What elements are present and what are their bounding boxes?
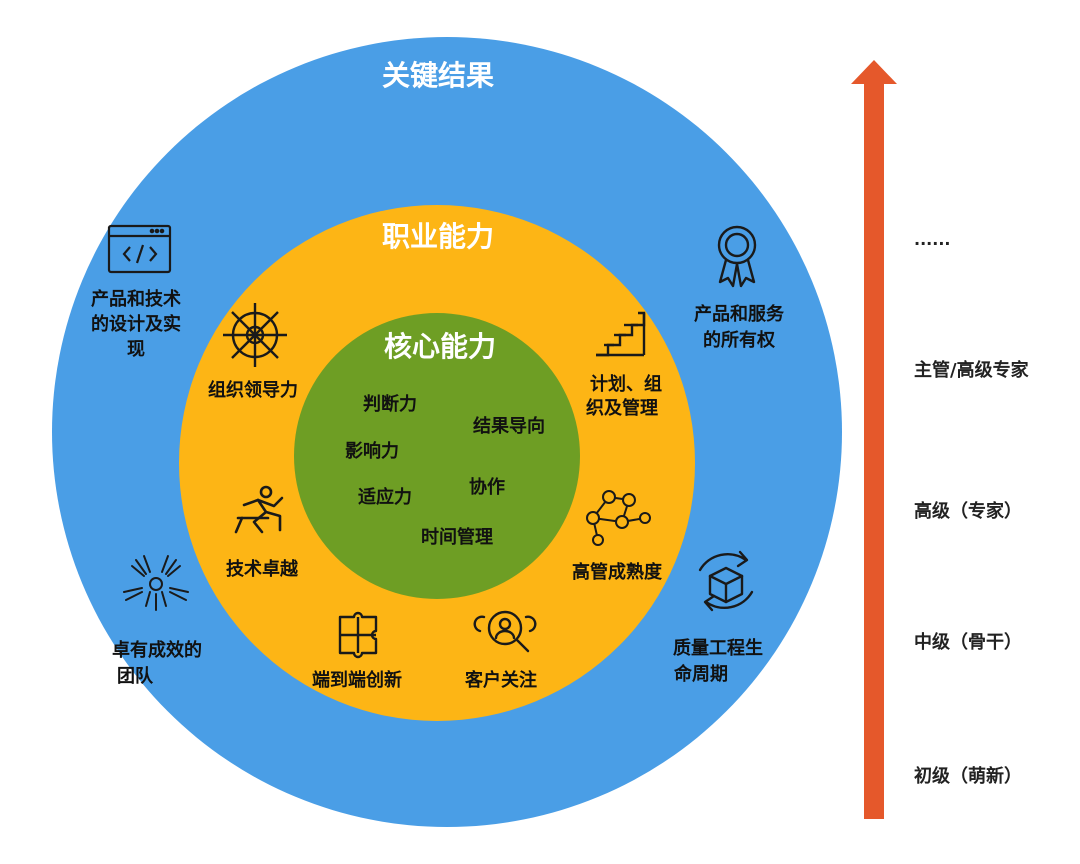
level-label-lead: 主管/高级专家 xyxy=(914,360,1029,381)
puzzle-icon xyxy=(338,611,378,659)
middle-item-label: 技术卓越 xyxy=(226,558,299,580)
outer-item-label: 质量工程生 xyxy=(673,637,763,659)
middle-item-label: 客户关注 xyxy=(465,669,537,691)
inner-item: 协作 xyxy=(469,476,505,498)
outer-item-label: 现 xyxy=(127,339,145,360)
outer-item-label: 团队 xyxy=(117,665,154,687)
ship-wheel-icon xyxy=(223,303,287,367)
outer-item-label: 的所有权 xyxy=(703,329,776,351)
growth-arrow xyxy=(851,60,897,819)
middle-item-label: 组织领导力 xyxy=(208,379,298,401)
network-people-icon xyxy=(586,490,651,546)
outer-item-label: 卓有成效的 xyxy=(112,639,202,661)
middle-item-label: 计划、组 xyxy=(590,373,662,395)
middle-item-label: 织及管理 xyxy=(586,397,658,419)
level-label-more: ...... xyxy=(914,230,951,249)
middle-ring-title: 职业能力 xyxy=(382,220,494,253)
inner-item: 影响力 xyxy=(345,440,399,462)
inner-item: 结果导向 xyxy=(473,415,545,437)
outer-item-label: 的设计及实 xyxy=(91,313,181,335)
outer-ring-title: 关键结果 xyxy=(382,59,494,92)
level-label-senior: 高级（专家） xyxy=(914,501,1022,522)
outer-item-label: 产品和技术 xyxy=(91,288,181,310)
middle-item-label: 高管成熟度 xyxy=(572,561,663,583)
award-ribbon-icon xyxy=(717,225,757,288)
code-window-icon xyxy=(107,224,172,274)
stairs-icon xyxy=(596,311,646,357)
inner-item: 时间管理 xyxy=(421,526,493,548)
inner-circle-title: 核心能力 xyxy=(384,330,496,363)
hurdle-runner-icon xyxy=(234,485,284,534)
customer-search-icon xyxy=(473,610,537,653)
team-hands-icon xyxy=(123,555,189,611)
level-label-mid: 中级（骨干） xyxy=(914,632,1022,653)
outer-item-label: 产品和服务 xyxy=(694,303,785,325)
inner-item: 判断力 xyxy=(363,393,417,415)
inner-circle xyxy=(294,313,580,599)
middle-item-label: 端到端创新 xyxy=(312,669,402,691)
inner-item: 适应力 xyxy=(358,486,412,508)
outer-item-label: 命周期 xyxy=(674,663,728,685)
level-label-junior: 初级（萌新） xyxy=(914,766,1022,787)
cycle-box-icon xyxy=(698,550,754,612)
